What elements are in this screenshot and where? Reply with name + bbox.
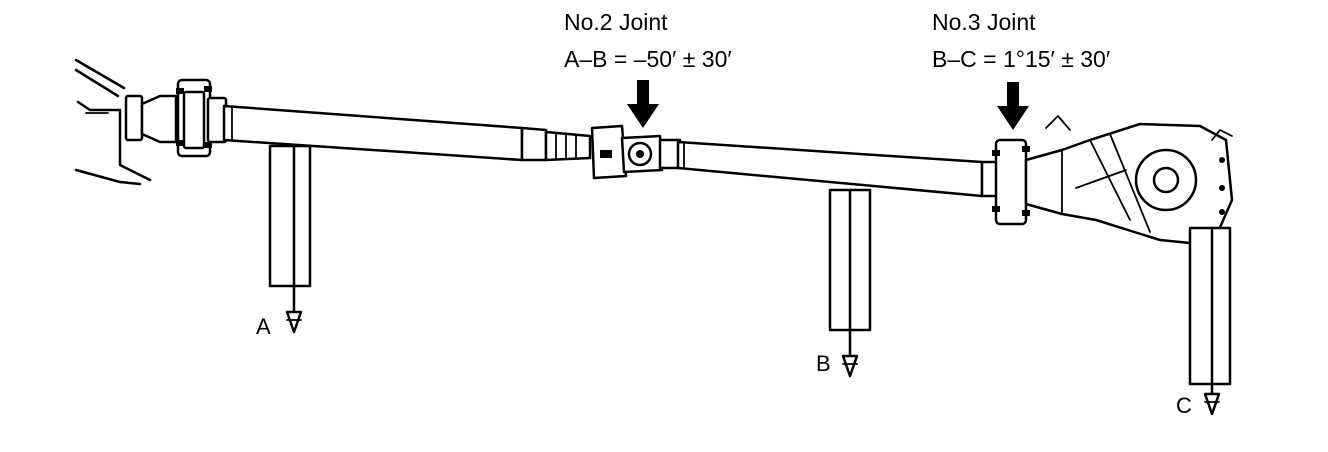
point-b-label: B	[816, 351, 831, 376]
no3-joint-title: No.3 Joint	[932, 9, 1036, 35]
point-c-label: C	[1176, 393, 1192, 418]
point-a-label: A	[256, 314, 271, 339]
no2-joint-title: No.2 Joint	[564, 9, 668, 35]
no2-universal-joint	[590, 124, 682, 180]
no3-joint-arrow	[997, 82, 1029, 130]
differential-carrier	[992, 115, 1234, 246]
no1-joint-flange	[176, 78, 228, 158]
transmission-housing	[74, 58, 178, 186]
no2-joint-angle-spec: A–B = –50′ ± 30′	[564, 46, 732, 72]
rear-propeller-shaft	[676, 140, 1002, 198]
gauge-c	[1188, 226, 1232, 416]
no3-joint-angle-spec: B–C = 1°15′ ± 30′	[932, 46, 1110, 72]
no2-joint-arrow	[627, 80, 659, 128]
gauge-a	[268, 144, 312, 334]
front-propeller-shaft	[222, 104, 592, 162]
gauge-b	[828, 188, 872, 378]
